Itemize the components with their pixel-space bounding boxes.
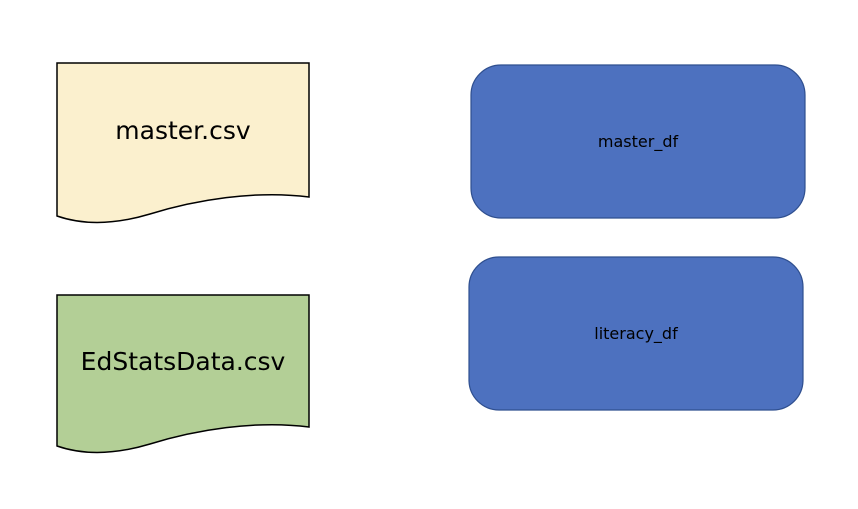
dataframe-label: literacy_df — [594, 324, 678, 344]
dataframe-box — [468, 256, 804, 411]
dataframe-box — [470, 64, 806, 219]
document-shape — [56, 62, 310, 224]
dataframe-literacy-df: literacy_df — [468, 256, 804, 411]
dataframe-label: master_df — [598, 132, 679, 152]
dataframe-master-df: master_df — [470, 64, 806, 219]
document-shape — [56, 294, 310, 454]
file-label: EdStatsData.csv — [81, 347, 286, 376]
file-label: master.csv — [115, 116, 251, 145]
file-edstatsdata-csv: EdStatsData.csv — [56, 294, 310, 454]
file-master-csv: master.csv — [56, 62, 310, 224]
